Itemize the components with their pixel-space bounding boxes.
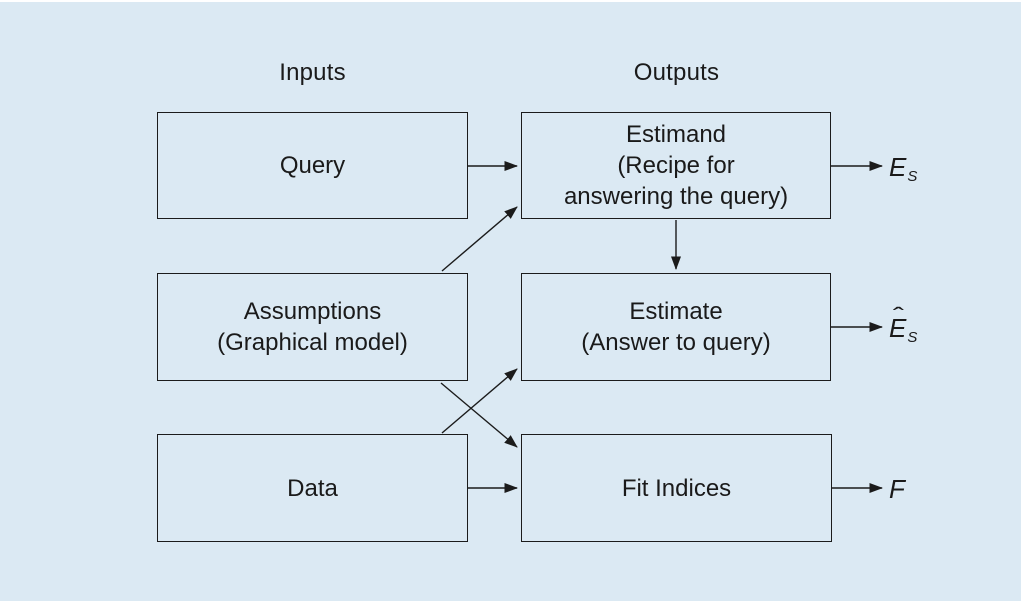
- box-estimand: Estimand (Recipe for answering the query…: [521, 112, 831, 219]
- symbol-main: E: [889, 313, 907, 343]
- box-estimate: Estimate (Answer to query): [521, 273, 831, 381]
- box-query-label: Query: [279, 152, 346, 179]
- box-fit-indices-label: Fit Indices: [621, 474, 732, 502]
- box-data: Data: [157, 434, 468, 542]
- box-assumptions: Assumptions (Graphical model): [157, 273, 468, 381]
- symbol-subscript: S: [907, 168, 918, 185]
- box-data-label: Data: [287, 474, 338, 502]
- box-estimate-label-line1: Estimate: [629, 298, 723, 325]
- outputs-column-header: Outputs: [633, 59, 720, 86]
- output-label-fit-symbol: F: [889, 476, 906, 502]
- inputs-column-header: Inputs: [279, 59, 346, 86]
- box-estimand-label-line3: answering the query): [563, 183, 789, 210]
- box-estimand-label-line2: (Recipe for: [617, 152, 735, 179]
- symbol-main: E: [889, 152, 907, 182]
- box-assumptions-label-line1: Assumptions: [243, 298, 382, 325]
- box-fit-indices: Fit Indices: [521, 434, 832, 542]
- box-estimate-label-line2: (Answer to query): [581, 329, 771, 356]
- hat-accent: ˆ: [893, 303, 904, 328]
- output-label-estimand-symbol: ES: [889, 152, 917, 184]
- symbol-subscript: S: [907, 329, 918, 346]
- box-assumptions-label-line2: (Graphical model): [217, 329, 408, 356]
- box-estimand-label-line1: Estimand: [625, 121, 727, 148]
- box-query: Query: [157, 112, 468, 219]
- symbol-main: F: [889, 474, 905, 504]
